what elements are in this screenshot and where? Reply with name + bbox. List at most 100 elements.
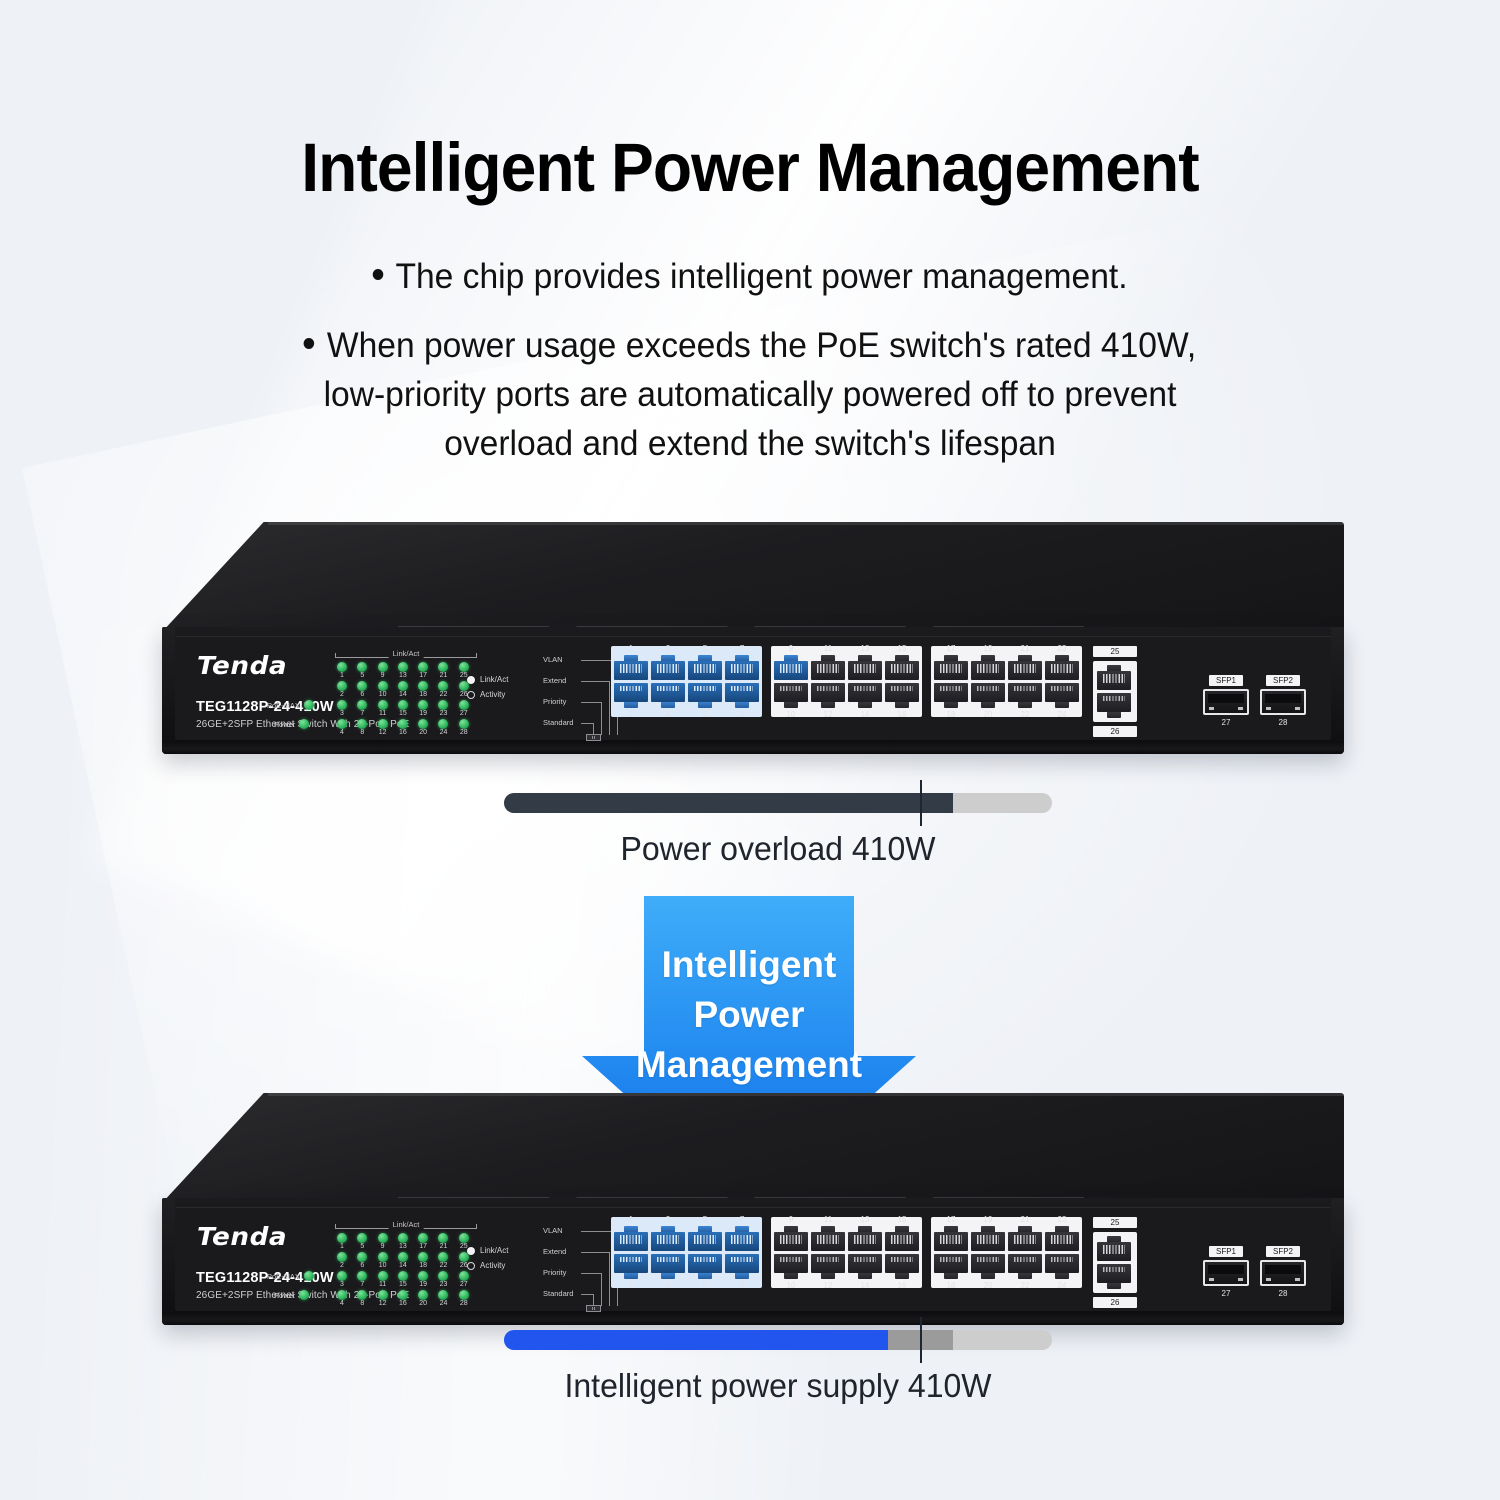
rj45-port-5[interactable] — [688, 1226, 722, 1251]
led-cell: 26 — [457, 1252, 477, 1271]
rj45-port-15[interactable] — [885, 1226, 919, 1251]
rj45-port-16[interactable] — [885, 1254, 919, 1279]
rj45-port-7[interactable] — [725, 655, 759, 680]
rj45-port-20[interactable] — [971, 1254, 1005, 1279]
rj45-port-24[interactable] — [1045, 683, 1079, 708]
uplink-port-box[interactable] — [1093, 1232, 1137, 1293]
legend-row: Link/Act — [467, 1246, 508, 1255]
rj45-port-16[interactable] — [885, 683, 919, 708]
vlan-connector-vertical — [601, 1273, 602, 1306]
rj45-port-14[interactable] — [848, 683, 882, 708]
rj45-port-7[interactable] — [725, 1226, 759, 1251]
legend-label: Activity — [480, 690, 506, 699]
rj45-port-4[interactable] — [651, 683, 685, 708]
led-number: 26 — [459, 1262, 468, 1269]
rj45-port-6[interactable] — [688, 683, 722, 708]
rj45-port-22[interactable] — [1008, 683, 1042, 708]
rj45-port-4[interactable] — [651, 1254, 685, 1279]
rj45-port-23[interactable] — [1045, 1226, 1079, 1251]
rj45-port-26[interactable] — [1097, 693, 1131, 718]
sfp-cage-icon[interactable] — [1260, 689, 1306, 715]
rj45-port-20[interactable] — [971, 683, 1005, 708]
rj45-port-6[interactable] — [688, 1254, 722, 1279]
rj45-port-1[interactable] — [614, 1226, 648, 1251]
rj45-port-5[interactable] — [688, 655, 722, 680]
led-indicator-icon — [377, 1271, 388, 1281]
rj45-port-10[interactable] — [774, 683, 808, 708]
rj45-port-3[interactable] — [651, 655, 685, 680]
rj45-port-14[interactable] — [848, 1254, 882, 1279]
rj45-port-10[interactable] — [774, 1254, 808, 1279]
rj45-port-2[interactable] — [614, 683, 648, 708]
led-cell: 25 — [457, 662, 477, 681]
rj45-port-18[interactable] — [934, 1254, 968, 1279]
sfp-cage-icon[interactable] — [1260, 1260, 1306, 1286]
rj45-port-19[interactable] — [971, 1226, 1005, 1251]
rj45-port-12[interactable] — [811, 1254, 845, 1279]
rj45-port-11[interactable] — [811, 1226, 845, 1251]
led-number: 12 — [378, 729, 387, 736]
rj45-port-25[interactable] — [1097, 665, 1131, 690]
rj45-port-18[interactable] — [934, 683, 968, 708]
port-number: 23 — [1057, 644, 1067, 653]
rj45-port-8[interactable] — [725, 683, 759, 708]
led-number: 12 — [378, 1300, 387, 1307]
rj45-port-26[interactable] — [1097, 1264, 1131, 1289]
port-number: 2 — [628, 710, 634, 719]
rj45-port-25[interactable] — [1097, 1236, 1131, 1261]
rj45-port-9[interactable] — [774, 655, 808, 680]
led-indicator-icon — [337, 1290, 347, 1300]
rj45-port-9[interactable] — [774, 1226, 808, 1251]
rj45-port-19[interactable] — [971, 655, 1005, 680]
rj45-port-8[interactable] — [725, 1254, 759, 1279]
rj45-port-24[interactable] — [1045, 1254, 1079, 1279]
sfp-cage-icon[interactable] — [1203, 689, 1249, 715]
rj45-port-3[interactable] — [651, 1226, 685, 1251]
rj45-port-23[interactable] — [1045, 655, 1079, 680]
rj45-port-21[interactable] — [1008, 1226, 1042, 1251]
rj45-port-15[interactable] — [885, 655, 919, 680]
rj45-port-13[interactable] — [848, 1226, 882, 1251]
rj45-port-21[interactable] — [1008, 655, 1042, 680]
rj45-port-12[interactable] — [811, 683, 845, 708]
rj45-port-11[interactable] — [811, 655, 845, 680]
rj45-port-17[interactable] — [934, 1226, 968, 1251]
rj45-port-22[interactable] — [1008, 1254, 1042, 1279]
vlan-connector-vertical — [609, 681, 610, 735]
rj45-port-2[interactable] — [614, 1254, 648, 1279]
rj45-port-17[interactable] — [934, 655, 968, 680]
uplink-port-box[interactable] — [1093, 661, 1137, 722]
rj45-port-1[interactable] — [614, 655, 648, 680]
port-number: 4 — [665, 710, 671, 719]
sfp-cage-icon[interactable] — [1203, 1260, 1249, 1286]
rj45-port-13[interactable] — [848, 655, 882, 680]
